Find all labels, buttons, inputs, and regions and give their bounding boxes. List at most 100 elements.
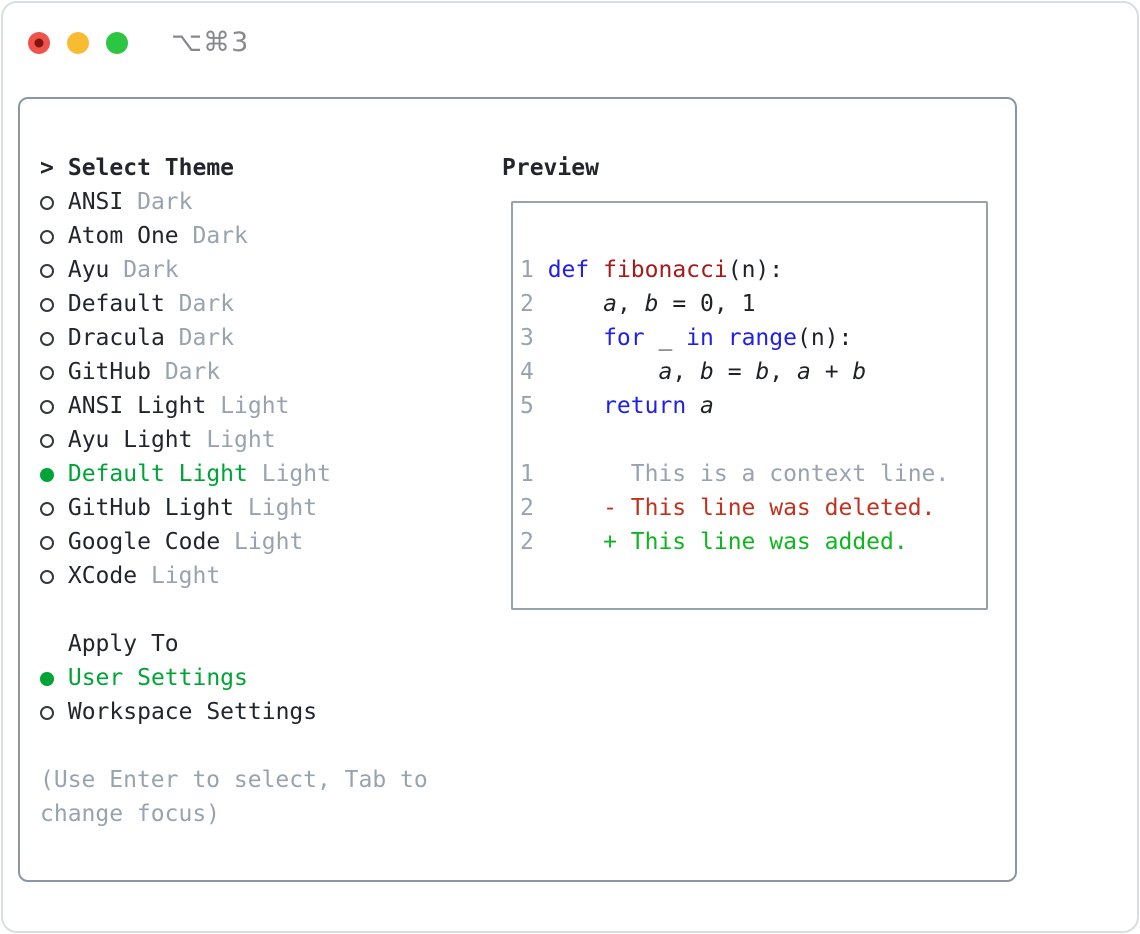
option-variant-label: Light [220,393,290,419]
code-segment-code: + [810,359,853,385]
preview-line: 2 a, b = 0, 1 [520,287,986,321]
theme-option[interactable]: ANSI Light Light [40,389,452,423]
help-text: (Use Enter to select, Tab to change focu… [40,767,428,827]
code-segment-kw: def [547,257,590,283]
code-segment-var: b [700,359,714,385]
close-button[interactable] [28,31,50,54]
option-variant-label: Dark [123,257,179,283]
code-segment-code: , [769,359,797,385]
line-number: 2 [520,529,534,555]
theme-option[interactable]: Default Dark [40,287,452,321]
preview-title: Preview [502,155,599,181]
option-label: Ayu Light [67,427,193,453]
theme-option[interactable]: Ayu Light Light [40,423,452,457]
code-segment-kw: for [603,325,645,351]
option-label: Atom One [67,223,179,249]
radio-unselected-icon [40,559,54,593]
line-number: 2 [520,291,534,317]
theme-option[interactable]: GitHub Dark [40,355,452,389]
theme-selector-header: > Select Theme [40,151,452,185]
theme-option[interactable]: XCode Light [40,559,452,593]
code-segment-var: b [852,359,867,385]
line-number: 4 [520,359,534,385]
traffic-lights [28,31,145,54]
code-segment-code: , [616,291,645,317]
code-segment-code [714,325,728,351]
preview-line: 3 for _ in range(n): [520,321,986,355]
theme-option[interactable]: GitHub Light Light [40,491,452,525]
line-number: 5 [520,393,534,419]
code-segment-code: , [672,359,701,385]
code-segment-code: (n): [796,325,853,351]
minimize-button[interactable] [67,31,89,54]
zoom-button[interactable] [106,31,128,54]
option-label: GitHub Light [67,495,235,521]
code-segment-kw: in [686,325,714,351]
radio-unselected-icon [40,287,54,321]
line-number: 1 [520,461,534,487]
option-variant-label: Light [206,427,276,453]
option-label: Default Light [67,461,248,487]
radio-selected-icon [40,661,54,695]
option-variant-label: Light [234,529,304,555]
radio-circle [40,434,54,448]
theme-dialog: > Select Theme ANSI Dark Atom One Dark A… [18,97,1017,882]
radio-circle [40,672,54,686]
option-variant-label: Dark [178,325,235,351]
radio-selected-icon [40,457,54,491]
code-segment-kw: range [727,325,797,351]
theme-option[interactable]: Google Code Light [40,525,452,559]
code-segment-code: = 0, 1 [658,291,756,317]
preview-line: 5 return a [520,389,986,423]
radio-unselected-icon [40,355,54,389]
sidebar: > Select Theme ANSI Dark Atom One Dark A… [40,151,452,831]
theme-option[interactable]: Default Light Light [40,457,452,491]
apply-to-section: Apply To User Settings Workspace Setting… [40,627,452,729]
radio-circle [40,400,54,414]
code-segment-add: + This line was added. [547,529,908,555]
option-variant-label: Dark [164,359,221,385]
code-segment-var: a [603,291,617,317]
theme-option-list: ANSI Dark Atom One Dark Ayu Dark Default… [40,185,452,593]
radio-circle [40,264,54,278]
apply-to-option[interactable]: User Settings [40,661,452,695]
preview-line: 2 - This line was deleted. [520,491,986,525]
code-segment-code [548,393,603,419]
preview-line: 2 + This line was added. [520,525,986,559]
theme-option[interactable]: ANSI Dark [40,185,452,219]
radio-circle [40,298,54,312]
code-segment-ctx: This is a context line. [547,461,950,487]
theme-option[interactable]: Dracula Dark [40,321,452,355]
titlebar: ⌥⌘3 [28,27,249,58]
focus-prompt-icon: > [40,155,54,181]
radio-unselected-icon [40,491,54,525]
radio-unselected-icon [40,525,54,559]
apply-to-title: Apply To [67,631,179,657]
option-label: XCode [67,563,138,589]
theme-option[interactable]: Ayu Dark [40,253,452,287]
line-number: 3 [520,325,534,351]
code-segment-var: a [658,359,673,385]
radio-unselected-icon [40,253,54,287]
code-segment-code [589,257,603,283]
theme-option[interactable]: Atom One Dark [40,219,452,253]
radio-circle [40,196,54,210]
code-segment-code: _ [644,325,687,351]
apply-to-option[interactable]: Workspace Settings [40,695,452,729]
code-segment-code: (n): [727,257,784,283]
preview-line [520,423,986,457]
option-variant-label: Dark [192,223,248,249]
apply-to-indent [40,627,54,661]
option-label: ANSI Light [67,393,207,419]
code-segment-var: a [797,359,811,385]
option-variant-label: Dark [178,291,235,317]
option-label: Dracula [67,325,165,351]
code-segment-kw: return [603,393,687,419]
code-segment-code [548,359,659,385]
code-segment-code [548,291,603,317]
radio-unselected-icon [40,219,54,253]
theme-selector-title: Select Theme [67,155,235,181]
code-segment-var: b [755,359,770,385]
